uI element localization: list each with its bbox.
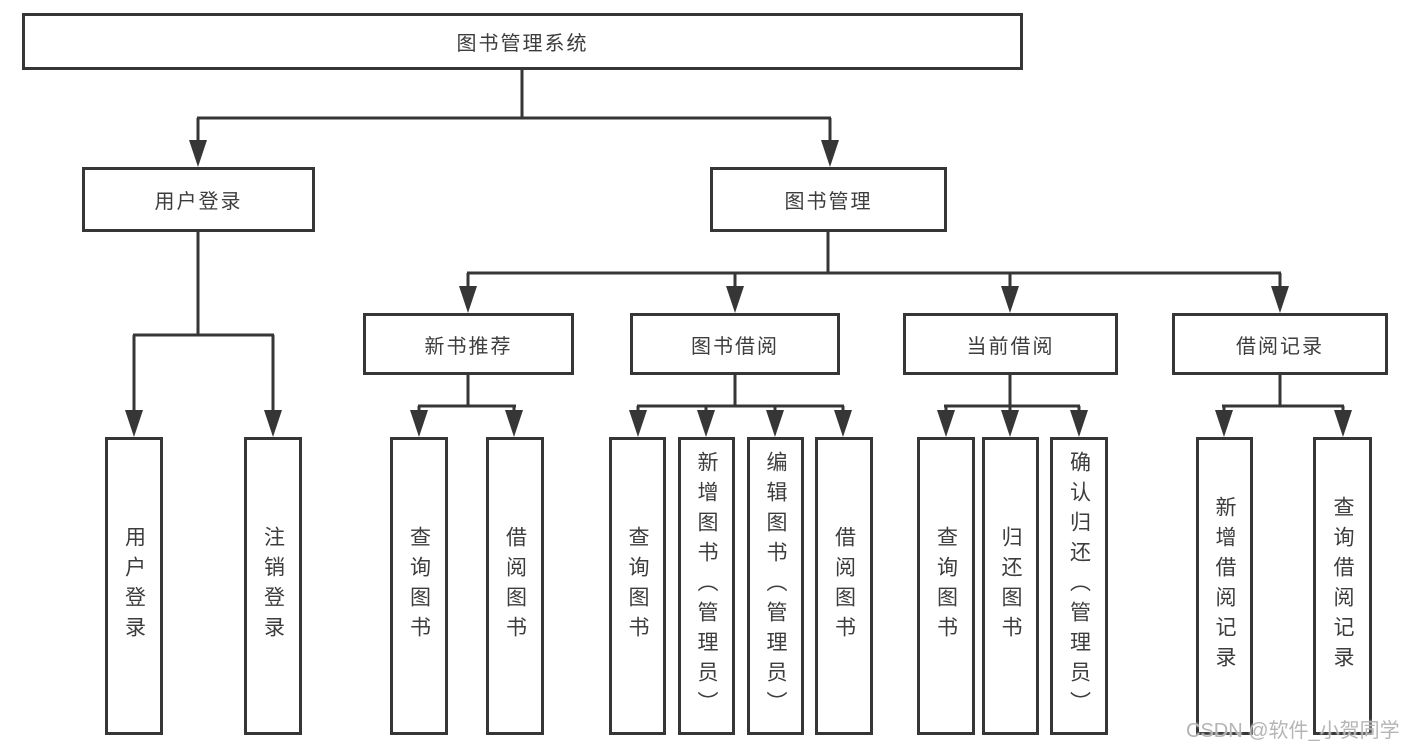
node-book-borrowing: 图书借阅 <box>630 313 840 375</box>
leaf-confirm-return-admin: 确认归还（管理员） <box>1050 437 1108 735</box>
watermark: CSDN @软件_小贺同学 <box>1186 720 1400 742</box>
leaf-logout: 注销登录 <box>244 437 302 735</box>
leaf-user-login: 用户登录 <box>105 437 163 735</box>
leaf-recommend-borrow-book: 借阅图书 <box>486 437 544 735</box>
leaf-add-borrow-record: 新增借阅记录 <box>1196 437 1253 735</box>
leaf-recommend-query-book-label: 查询图书 <box>407 526 431 646</box>
leaf-logout-label: 注销登录 <box>261 526 285 646</box>
node-current-borrowing: 当前借阅 <box>903 313 1118 375</box>
leaf-current-query-book: 查询图书 <box>917 437 975 735</box>
leaf-recommend-query-book: 查询图书 <box>390 437 448 735</box>
node-borrowing-records: 借阅记录 <box>1172 313 1388 375</box>
leaf-borrowing-query-book: 查询图书 <box>609 437 666 735</box>
leaf-edit-book-admin: 编辑图书（管理员） <box>747 437 804 735</box>
leaf-confirm-return-admin-label: 确认归还（管理员） <box>1067 451 1091 721</box>
leaf-add-book-admin: 新增图书（管理员） <box>678 437 735 735</box>
leaf-borrowing-query-book-label: 查询图书 <box>626 526 649 646</box>
node-user-login: 用户登录 <box>82 167 315 232</box>
leaf-borrowing-borrow-book-label: 借阅图书 <box>832 526 856 646</box>
leaf-query-borrow-record-label: 查询借阅记录 <box>1331 496 1354 676</box>
leaf-borrowing-borrow-book: 借阅图书 <box>815 437 873 735</box>
leaf-current-query-book-label: 查询图书 <box>934 526 958 646</box>
node-book-management: 图书管理 <box>710 167 947 232</box>
leaf-user-login-label: 用户登录 <box>122 526 146 646</box>
leaf-edit-book-admin-label: 编辑图书（管理员） <box>764 451 787 721</box>
leaf-recommend-borrow-book-label: 借阅图书 <box>503 526 527 646</box>
leaf-return-book-label: 归还图书 <box>999 526 1022 646</box>
node-root: 图书管理系统 <box>22 13 1023 70</box>
leaf-add-borrow-record-label: 新增借阅记录 <box>1213 496 1236 676</box>
leaf-return-book: 归还图书 <box>982 437 1039 735</box>
node-new-book-recommend: 新书推荐 <box>363 313 574 375</box>
leaf-query-borrow-record: 查询借阅记录 <box>1313 437 1372 735</box>
leaf-add-book-admin-label: 新增图书（管理员） <box>695 451 718 721</box>
